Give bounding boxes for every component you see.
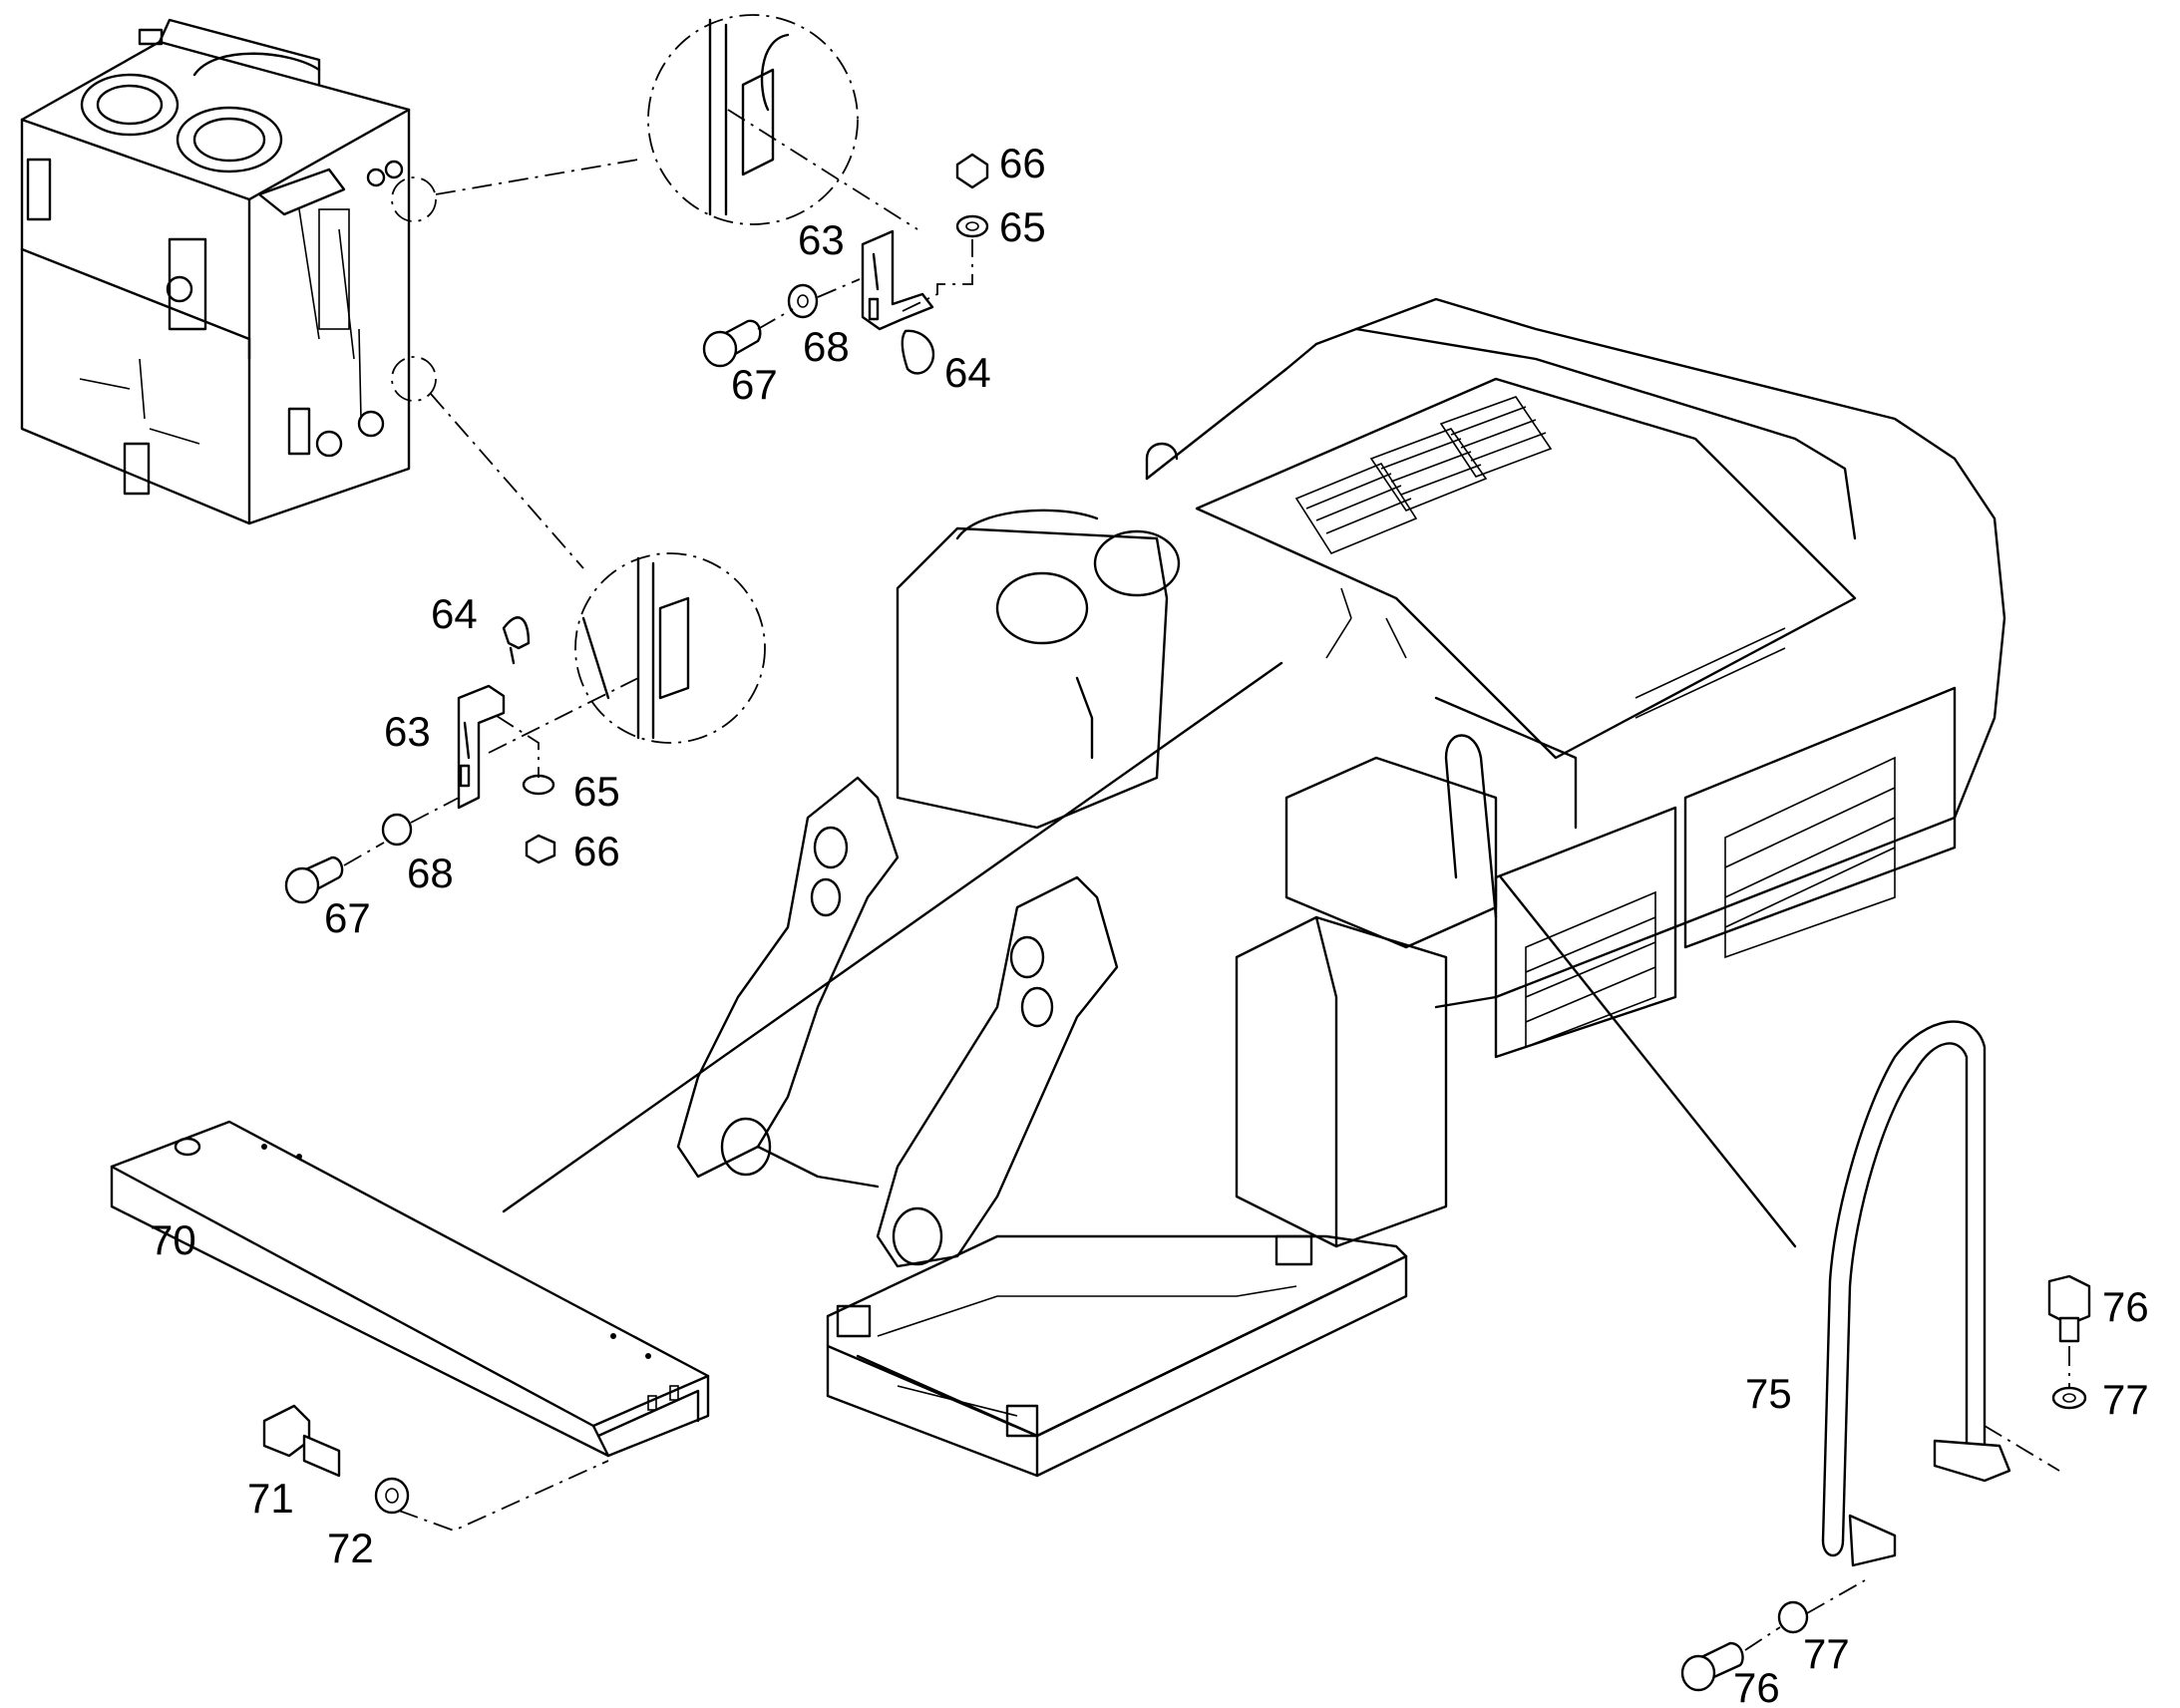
handrail [1821, 1020, 2060, 1567]
label-67-upper: 67 [731, 361, 778, 408]
label-64-lower: 64 [431, 590, 478, 637]
detail-view-lower [574, 552, 766, 744]
label-63-lower: 63 [384, 708, 431, 755]
label-68-lower: 68 [407, 850, 454, 896]
bracket-assembly-lower [284, 616, 639, 904]
label-65-lower: 65 [573, 768, 620, 815]
label-63-upper: 63 [798, 216, 845, 263]
cover-plate [110, 1120, 710, 1458]
label-66-upper: 66 [999, 140, 1046, 186]
label-77-bottom: 77 [1803, 1630, 1850, 1677]
hydraulic-tank-assembly [20, 18, 411, 525]
label-70: 70 [150, 1216, 196, 1263]
label-76-bottom: 76 [1733, 1664, 1780, 1708]
leader-75 [1499, 875, 1797, 1248]
leader-70 [502, 661, 1283, 1213]
bracket-assembly-upper [702, 109, 989, 375]
label-75: 75 [1745, 1370, 1792, 1417]
radiator-grill [1525, 756, 1896, 1049]
engine-grill [1294, 396, 1786, 719]
bolt-and-washer-71-72 [262, 1404, 609, 1532]
label-68-upper: 68 [803, 323, 850, 370]
bolt-and-washer-76-77 [1680, 1274, 2091, 1692]
label-65-upper: 65 [999, 203, 1046, 250]
label-72: 72 [327, 1525, 374, 1571]
part-labels: 66 65 63 68 67 64 64 63 65 68 66 67 70 7… [150, 140, 2149, 1708]
label-64-upper: 64 [944, 349, 991, 396]
upperstructure-frame [676, 297, 2006, 1478]
label-77-right: 77 [2102, 1376, 2149, 1423]
detail-view-upper [391, 14, 859, 569]
label-66-lower: 66 [573, 828, 620, 874]
label-76-right: 76 [2102, 1283, 2149, 1330]
label-71: 71 [247, 1475, 294, 1522]
label-67-lower: 67 [324, 894, 371, 941]
